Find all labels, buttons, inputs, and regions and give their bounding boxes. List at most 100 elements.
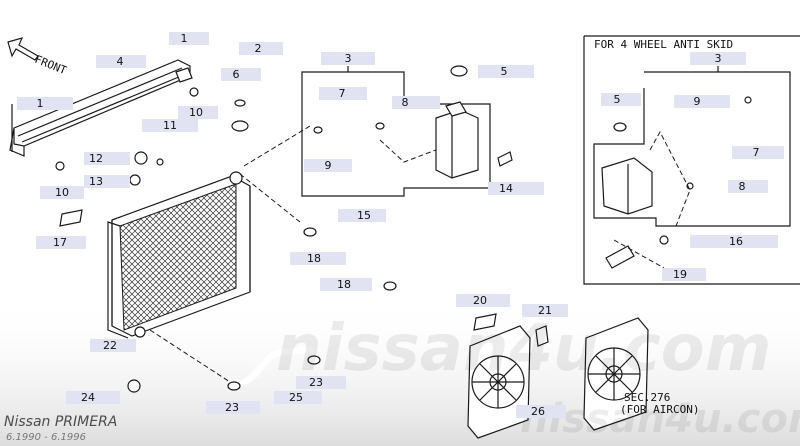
callout-24: 24 xyxy=(66,391,120,404)
callout-12: 12 xyxy=(84,152,130,165)
callout-26: 26 xyxy=(516,405,566,418)
watermark: nissan4u.com xyxy=(276,312,771,386)
callout-3: 3 xyxy=(321,52,375,65)
front-arrow-icon xyxy=(7,37,39,61)
grommet-icon xyxy=(129,174,141,186)
fan-shroud-right xyxy=(583,317,649,431)
svg-text:8: 8 xyxy=(739,180,746,193)
svg-text:7: 7 xyxy=(339,87,346,100)
drain-plug-icon xyxy=(127,379,141,393)
watermark: nissan4u.com xyxy=(520,396,800,442)
radiator-cap-icon xyxy=(231,120,249,132)
svg-text:23: 23 xyxy=(309,376,323,389)
leader-line xyxy=(239,173,301,223)
callout-8: 8 xyxy=(392,96,440,109)
svg-text:19: 19 xyxy=(673,268,687,281)
anti-skid-title: FOR 4 WHEEL ANTI SKID xyxy=(594,38,733,51)
leader-line xyxy=(649,130,691,227)
cap-seal-icon xyxy=(234,99,246,107)
label-plate-icon xyxy=(59,209,83,227)
brand-years: 6.1990 - 6.1996 xyxy=(6,432,86,443)
callout-11: 11 xyxy=(142,119,198,132)
front-label: FRONT xyxy=(33,53,69,78)
hose-clamp-icon xyxy=(383,281,397,291)
mounting-rubber-icon xyxy=(134,151,148,165)
callout-8: 8 xyxy=(728,180,768,193)
svg-text:2: 2 xyxy=(255,42,262,55)
callout-2: 2 xyxy=(239,42,283,55)
svg-text:6: 6 xyxy=(233,68,240,81)
callout-22: 22 xyxy=(90,339,136,352)
brand-title: Nissan PRIMERA xyxy=(4,414,117,430)
callout-7: 7 xyxy=(319,87,367,100)
sec-reference: SEC.276 xyxy=(624,391,670,404)
svg-text:8: 8 xyxy=(402,96,409,109)
callout-15: 15 xyxy=(338,209,386,222)
mount-bracket-icon xyxy=(605,245,635,269)
svg-text:22: 22 xyxy=(103,339,117,352)
callout-23: 23 xyxy=(296,376,346,389)
radiator xyxy=(107,171,251,339)
fan-shroud-left xyxy=(467,325,531,439)
svg-text:11: 11 xyxy=(163,119,177,132)
callout-19: 19 xyxy=(662,268,706,281)
mount-bracket-icon xyxy=(175,67,193,83)
washer-icon xyxy=(156,158,164,166)
label-plate-icon xyxy=(473,313,497,331)
reservoir-cap-icon xyxy=(613,122,627,132)
svg-text:15: 15 xyxy=(357,209,371,222)
svg-text:4: 4 xyxy=(117,55,124,68)
callout-13: 13 xyxy=(84,175,130,188)
bolt-icon xyxy=(659,235,669,245)
svg-text:10: 10 xyxy=(55,186,69,199)
reservoir-group-frame xyxy=(593,71,791,227)
callout-25: 25 xyxy=(274,391,322,404)
svg-text:23: 23 xyxy=(225,401,239,414)
reservoir-cap-icon xyxy=(450,65,468,77)
svg-text:3: 3 xyxy=(345,52,352,65)
bolt-icon xyxy=(55,161,65,171)
callout-18: 18 xyxy=(290,252,346,265)
callout-18: 18 xyxy=(320,278,372,291)
callout-10: 10 xyxy=(178,106,218,119)
bolt-icon xyxy=(189,87,199,97)
svg-text:14: 14 xyxy=(499,182,513,195)
clip-icon xyxy=(744,96,752,104)
svg-text:10: 10 xyxy=(189,106,203,119)
callout-23: 23 xyxy=(206,401,260,414)
svg-text:21: 21 xyxy=(538,304,552,317)
bolt-icon xyxy=(497,151,513,167)
callout-9: 9 xyxy=(304,159,352,172)
svg-text:9: 9 xyxy=(694,95,701,108)
svg-text:13: 13 xyxy=(89,175,103,188)
svg-text:18: 18 xyxy=(337,278,351,291)
svg-text:1: 1 xyxy=(181,32,188,45)
clip-icon xyxy=(313,126,323,134)
bolt-icon xyxy=(535,325,549,347)
callout-5: 5 xyxy=(601,93,641,106)
callout-3: 3 xyxy=(690,52,746,65)
panel-left-border xyxy=(583,36,800,285)
reservoir-tank xyxy=(601,157,653,215)
leader-line xyxy=(613,239,665,269)
callout-16: 16 xyxy=(690,235,778,248)
callout-14: 14 xyxy=(488,182,544,195)
svg-text:12: 12 xyxy=(89,152,103,165)
svg-text:25: 25 xyxy=(289,391,303,404)
hose-clamp-icon xyxy=(303,227,317,237)
hose-clamp-icon xyxy=(307,355,321,365)
clip-icon xyxy=(375,122,385,130)
callout-labels: 1 1 2 3 3 4 5 5 6 7 7 8 8 9 9 10 10 11 1… xyxy=(17,32,784,418)
svg-text:9: 9 xyxy=(325,159,332,172)
svg-text:7: 7 xyxy=(753,146,760,159)
leader-line xyxy=(243,125,311,167)
callout-6: 6 xyxy=(221,68,261,81)
callout-10: 10 xyxy=(40,186,84,199)
callout-9: 9 xyxy=(674,95,730,108)
callout-1: 1 xyxy=(17,97,73,110)
callout-5: 5 xyxy=(478,65,534,78)
svg-text:3: 3 xyxy=(715,52,722,65)
hose-clamp-icon xyxy=(227,381,241,391)
callout-21: 21 xyxy=(522,304,568,317)
svg-text:26: 26 xyxy=(531,405,545,418)
